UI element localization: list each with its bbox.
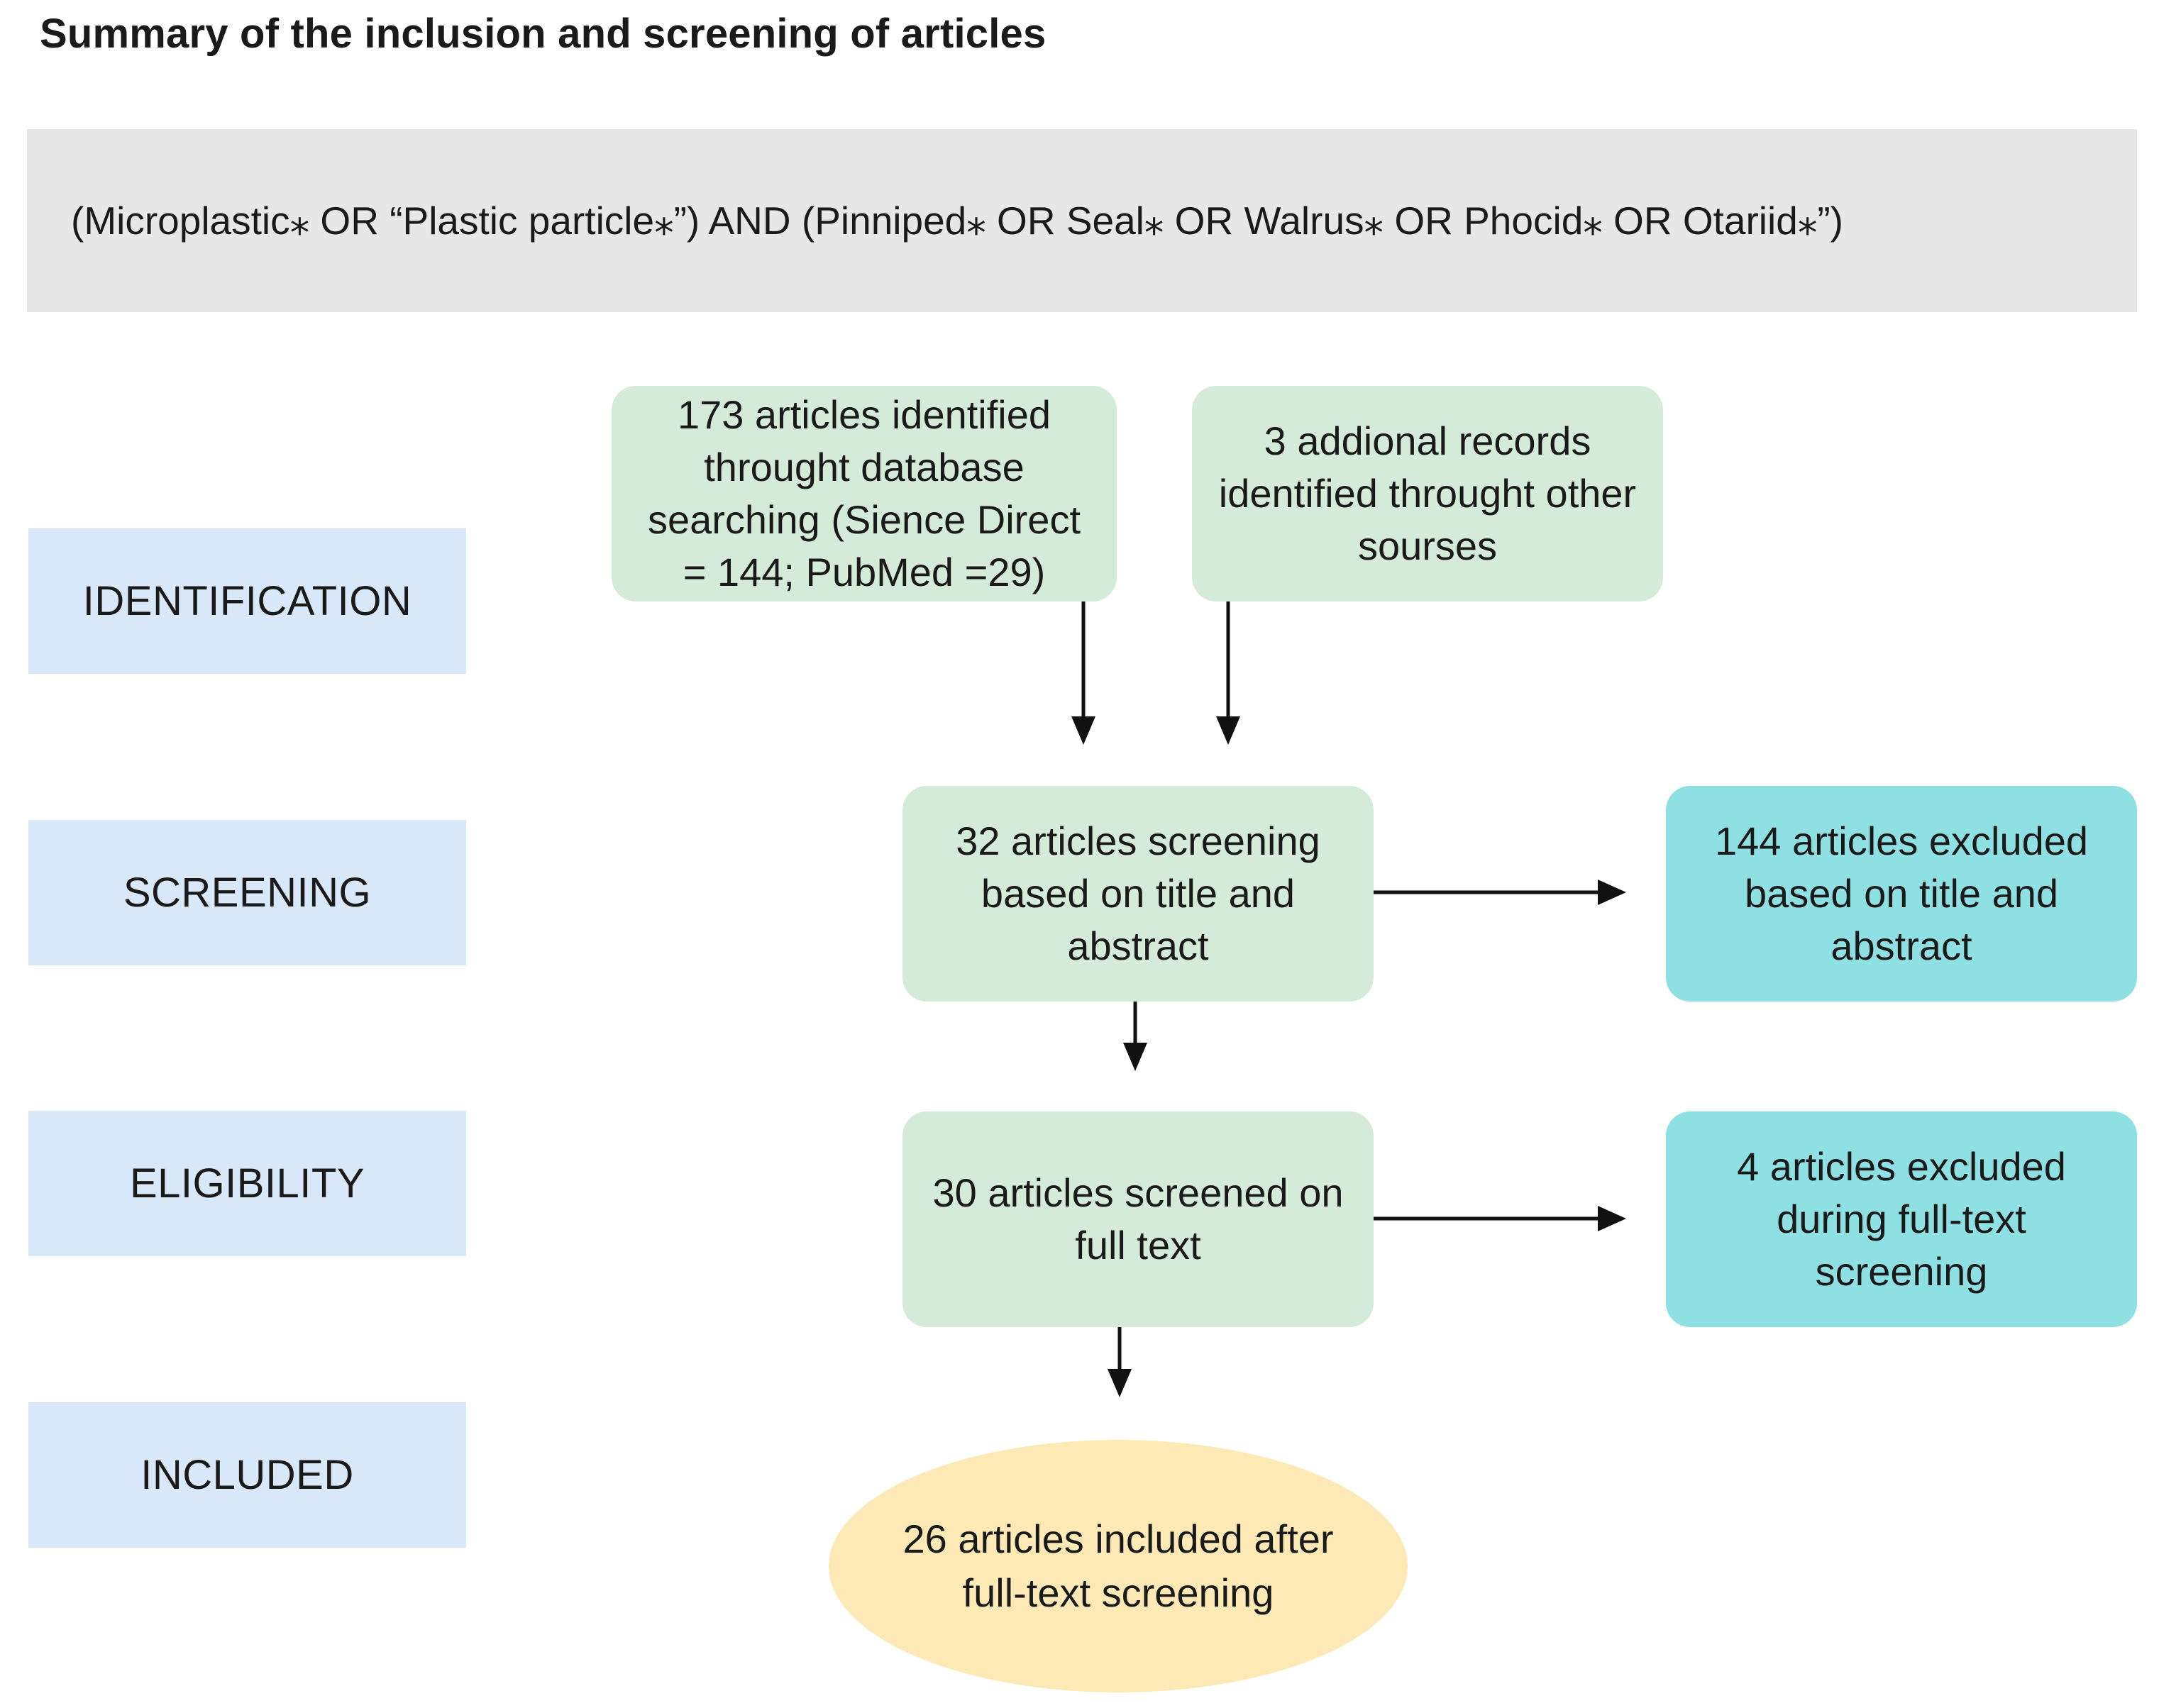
excluded-title-abstract-line-1: 144 articles excluded xyxy=(1714,819,2089,863)
fulltext-screening-line-1: 30 articles screened on xyxy=(932,1170,1344,1215)
other-sources-box: 3 addional records identified throught o… xyxy=(1192,386,1663,601)
arrowhead-other-sources-to-screening xyxy=(1216,716,1240,745)
included-final-oval: 26 articles included after full-text scr… xyxy=(829,1440,1408,1692)
search-query-text: (Microplastic⁎ OR “Plastic particle⁎”) A… xyxy=(71,199,1843,243)
excluded-title-abstract-line-3: abstract xyxy=(1831,924,1972,968)
fulltext-screening-line-2: full text xyxy=(1075,1223,1201,1268)
page-title: Summary of the inclusion and screening o… xyxy=(40,11,1047,57)
excluded-title-abstract-box: 144 articles excluded based on title and… xyxy=(1666,786,2137,1002)
excluded-fulltext-box: 4 articles excluded during full-text scr… xyxy=(1666,1111,2137,1327)
excluded-fulltext-line-1: 4 articles excluded xyxy=(1737,1144,2066,1189)
included-final-line-1: 26 articles included after xyxy=(902,1516,1334,1561)
database-search-line-1: 173 articles identified xyxy=(677,392,1051,437)
database-search-line-3: searching (Sience Direct xyxy=(647,497,1081,542)
arrowhead-screening-to-excluded xyxy=(1598,880,1626,905)
excluded-fulltext-line-3: screening xyxy=(1815,1249,1988,1294)
title-abstract-screening-line-1: 32 articles screening xyxy=(956,819,1320,863)
stage-eligibility: ELIGIBILITY xyxy=(28,1111,466,1256)
database-search-line-2: throught database xyxy=(704,445,1025,489)
search-query-box: (Microplastic⁎ OR “Plastic particle⁎”) A… xyxy=(27,129,2137,312)
other-sources-line-3: sourses xyxy=(1357,523,1498,568)
arrowhead-database-to-screening xyxy=(1071,716,1095,745)
included-final-line-2: full-text screening xyxy=(962,1570,1274,1615)
stage-identification: IDENTIFICATION xyxy=(28,528,466,674)
other-sources-line-1: 3 addional records xyxy=(1264,418,1591,463)
title-abstract-screening-line-3: abstract xyxy=(1067,924,1209,968)
arrowhead-eligibility-to-included xyxy=(1108,1369,1132,1397)
title-abstract-screening-line-2: based on title and xyxy=(981,871,1296,916)
title-abstract-screening-box: 32 articles screening based on title and… xyxy=(902,786,1374,1002)
excluded-fulltext-line-2: during full-text xyxy=(1777,1197,2026,1241)
database-search-line-4: = 144; PubMed =29) xyxy=(683,550,1046,594)
other-sources-line-2: identified throught other xyxy=(1218,471,1637,516)
excluded-title-abstract-line-2: based on title and xyxy=(1744,871,2059,916)
stage-included: INCLUDED xyxy=(28,1402,466,1548)
arrowhead-screening-to-eligibility xyxy=(1123,1043,1147,1071)
database-search-box: 173 articles identified throught databas… xyxy=(612,386,1117,601)
arrowhead-eligibility-to-excluded xyxy=(1598,1206,1626,1231)
fulltext-screening-box: 30 articles screened on full text xyxy=(902,1111,1374,1327)
stage-screening: SCREENING xyxy=(28,820,466,965)
